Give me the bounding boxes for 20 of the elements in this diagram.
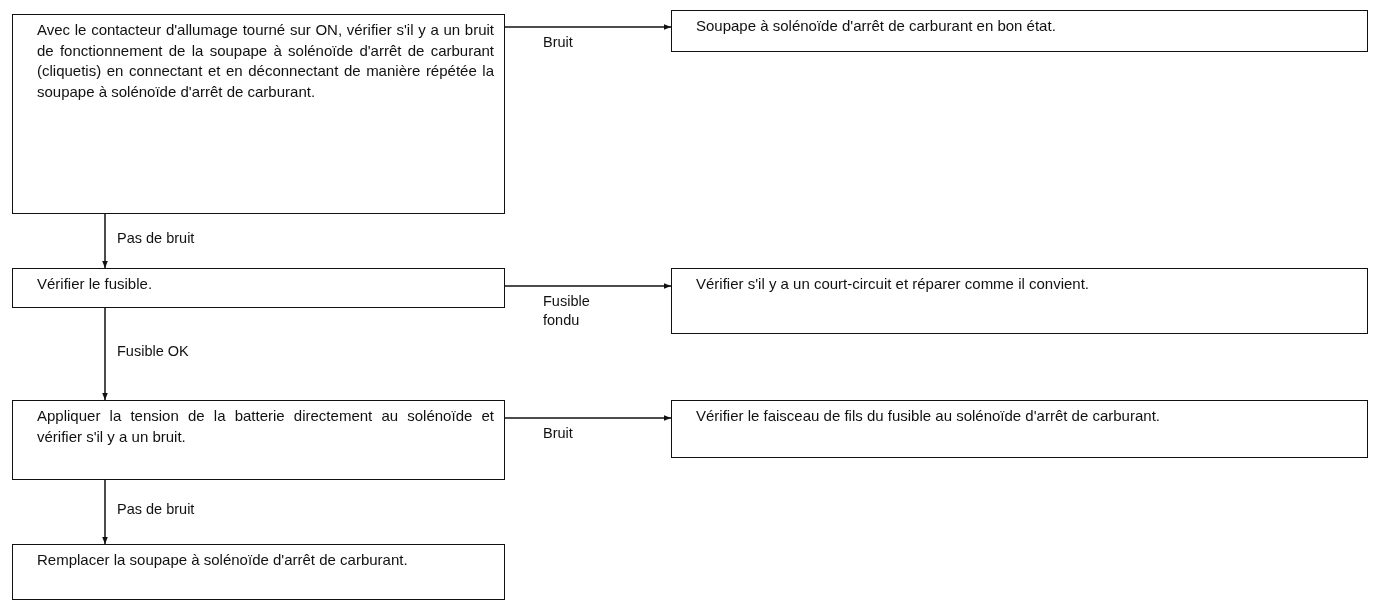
step-text: Soupape à solénoïde d'arrêt de carburant en bon état. bbox=[696, 16, 1057, 36]
process-box bbox=[671, 400, 1368, 458]
process-box bbox=[12, 544, 505, 600]
process-box bbox=[671, 10, 1368, 52]
process-box bbox=[12, 14, 505, 214]
arrow bbox=[504, 283, 672, 289]
arrow bbox=[504, 415, 672, 421]
step-text: Vérifier le fusible. bbox=[37, 274, 154, 294]
arrow bbox=[102, 307, 108, 401]
step-text: Avec le contacteur d'allumage tourné sur ON, vérifier s'il y a un bruit de fonctionnement de la soupape à solénoïde d'arrêt de carburant (cliquetis) en connectant et en déconnectant de manière répétée la soupape à solénoïde d'arrêt de carburant. bbox=[37, 20, 494, 102]
arrow bbox=[102, 479, 108, 545]
process-box bbox=[12, 400, 505, 480]
step-text: Vérifier le faisceau de fils du fusible au solénoïde d'arrêt de carburant. bbox=[696, 406, 1161, 426]
process-box bbox=[12, 268, 505, 308]
process-box bbox=[671, 268, 1368, 334]
step-text: Vérifier s'il y a un court-circuit et réparer comme il convient. bbox=[696, 274, 1090, 294]
step-text: Remplacer la soupape à solénoïde d'arrêt de carburant. bbox=[37, 550, 409, 570]
arrow bbox=[102, 213, 108, 269]
arrow bbox=[504, 24, 672, 30]
step-text: Appliquer la tension de la batterie directement au solénoïde et vérifier s'il y a un bruit. bbox=[37, 406, 494, 447]
